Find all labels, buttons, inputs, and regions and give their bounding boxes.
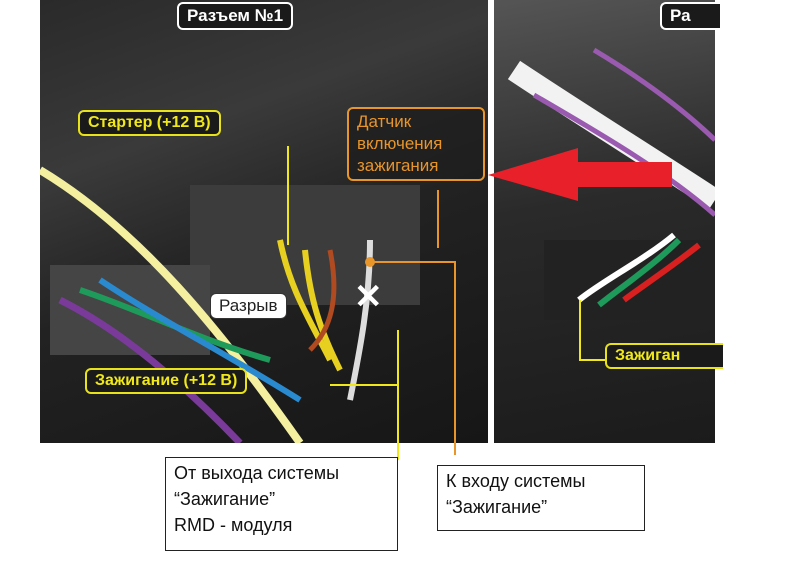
starter-label: Стартер (+12 В) — [78, 110, 221, 136]
rmd-output-note: От выхода системы “Зажигание” RMD - моду… — [165, 457, 398, 551]
note-line: RMD - модуля — [174, 515, 293, 535]
break-cross-icon: ✕ — [354, 278, 383, 316]
note-line: “Зажигание” — [174, 489, 276, 509]
red-arrow-icon — [488, 148, 672, 201]
ignition-label-right: Зажиган — [605, 343, 723, 369]
ignition-label: Зажигание (+12 В) — [85, 368, 248, 394]
break-label: Разрыв — [210, 293, 287, 319]
wires-illustration — [40, 166, 420, 443]
connector-label: Разъем №1 — [177, 2, 294, 30]
system-input-note: К входу системы “Зажигание” — [437, 465, 645, 531]
wires-illustration — [507, 47, 715, 320]
connector-label-right: Ра — [660, 2, 720, 30]
connector-photo-right — [494, 0, 715, 443]
ignition-sensor-label: Датчик включения зажигания — [347, 107, 485, 181]
note-line: “Зажигание” — [446, 497, 548, 517]
note-line: К входу системы — [446, 471, 586, 491]
note-line: От выхода системы — [174, 463, 340, 483]
